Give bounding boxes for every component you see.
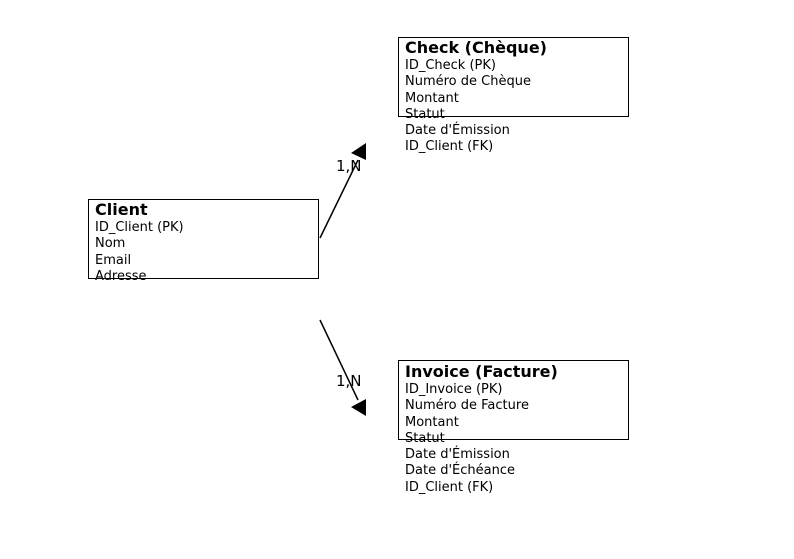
check-entity-title: Check (Chèque) [405, 38, 547, 57]
invoice-attribute: Date d'Émission [405, 447, 510, 463]
client-check-arrowhead [351, 143, 366, 160]
client-invoice-arrowhead [351, 399, 366, 416]
client-invoice-cardinality-label: 1,N [336, 372, 362, 390]
check-attribute: ID_Check (PK) [405, 58, 496, 73]
client-attribute: ID_Client (PK) [95, 220, 184, 235]
invoice-entity-box [398, 360, 629, 440]
check-attribute: Montant [405, 90, 459, 106]
check-attribute: Numéro de Chèque [405, 74, 531, 90]
client-entity-box [88, 199, 319, 279]
invoice-entity: Invoice (Facture) ID_Invoice (PK) Numéro… [405, 362, 558, 496]
client-attribute: Adresse [95, 268, 147, 284]
invoice-entity-title: Invoice (Facture) [405, 362, 558, 381]
check-entity-box [398, 37, 629, 117]
check-attribute: ID_Client (FK) [405, 139, 494, 155]
invoice-attribute: ID_Client (FK) [405, 479, 494, 495]
check-attribute: Date d'Émission [405, 123, 510, 139]
invoice-attribute: Montant [405, 414, 459, 430]
invoice-attribute: ID_Invoice (PK) [405, 382, 503, 397]
invoice-attribute: Numéro de Facture [405, 398, 529, 414]
client-check-cardinality-label: 1,N [336, 157, 362, 175]
client-entity: Client ID_Client (PK) Nom Email Adresse [95, 200, 184, 285]
check-attribute: Statut [405, 106, 445, 122]
client-check-connector [319, 159, 359, 239]
client-attribute: Nom [95, 236, 126, 252]
client-entity-title: Client [95, 200, 148, 219]
check-entity: Check (Chèque) ID_Check (PK) Numéro de C… [405, 38, 547, 156]
client-attribute: Email [95, 252, 132, 268]
invoice-attribute: Statut [405, 430, 445, 446]
invoice-attribute: Date d'Échéance [405, 463, 515, 479]
client-invoice-connector [319, 319, 359, 401]
